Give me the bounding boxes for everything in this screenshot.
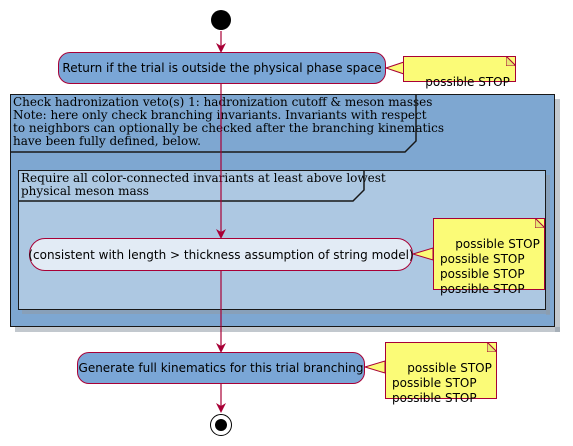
note-possible-stop-3-text: possible STOP possible STOP possible STO… [392, 361, 492, 405]
activity-generate-kinematics: Generate full kinematics for this trial … [77, 352, 365, 384]
outer-partition-shadow [555, 99, 560, 332]
outer-partition-label: Check hadronization veto(s) 1: hadroniza… [13, 95, 445, 148]
activity-generate-kinematics-label: Generate full kinematics for this trial … [78, 361, 364, 375]
activity-consistent-length-label: (consistent with length > thickness assu… [28, 247, 414, 262]
activity-return-if-outside-label: Return if the trial is outside the physi… [62, 61, 382, 75]
note-3-fold [487, 342, 497, 352]
note-2-fold [535, 218, 545, 228]
note-possible-stop-3: possible STOP possible STOP possible STO… [385, 342, 497, 405]
activity-return-if-outside: Return if the trial is outside the physi… [58, 52, 386, 84]
note-possible-stop-2: possible STOP possible STOP possible STO… [433, 218, 545, 296]
note3-connector [363, 360, 386, 374]
stop-node-center [214, 418, 227, 431]
note-possible-stop-1-text: possible STOP [425, 75, 510, 89]
note2-connector [411, 247, 434, 261]
inner-partition-shadow-bottom [22, 310, 550, 314]
note-possible-stop-2-text: possible STOP possible STOP possible STO… [440, 237, 540, 296]
activity-consistent-length: (consistent with length > thickness assu… [28, 238, 414, 271]
outer-partition-shadow-bottom [15, 327, 560, 332]
inner-partition-label: Require all color-connected invariants a… [21, 171, 386, 198]
inner-partition-shadow [546, 175, 550, 315]
note-1-fold [506, 56, 516, 66]
note-possible-stop-1: possible STOP [403, 56, 516, 89]
note1-connector [384, 61, 405, 75]
start-node [211, 10, 231, 30]
stop-node [210, 414, 232, 436]
